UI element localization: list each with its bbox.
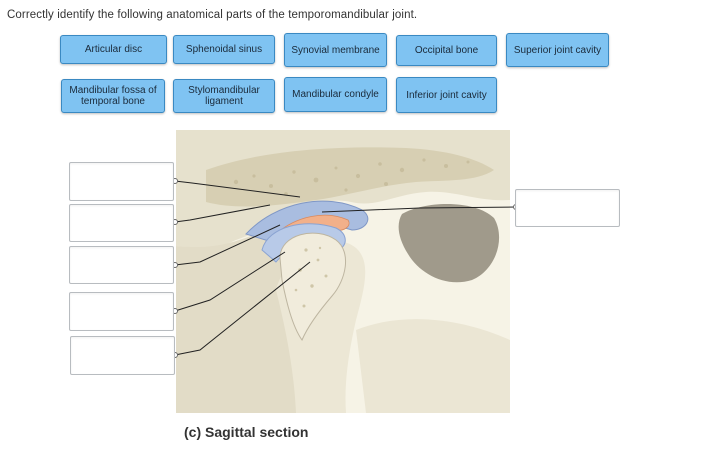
- label-chip-inferior-joint-cavity[interactable]: Inferior joint cavity: [396, 77, 497, 113]
- figure-caption: (c) Sagittal section: [184, 424, 309, 440]
- drop-zone-left-3[interactable]: [69, 246, 174, 284]
- drop-zone-left-4[interactable]: [69, 292, 174, 331]
- drop-zone-right-1[interactable]: [515, 189, 620, 227]
- drop-zone-left-2[interactable]: [69, 204, 174, 242]
- question-text: Correctly identify the following anatomi…: [7, 9, 418, 21]
- label-chip-mandibular-condyle[interactable]: Mandibular condyle: [284, 77, 387, 112]
- tmj-sagittal-section-figure: [176, 130, 510, 413]
- label-chip-stylomandibular-ligament[interactable]: Stylomandibular ligament: [173, 79, 275, 113]
- drop-zone-left-1[interactable]: [69, 162, 174, 201]
- label-chip-superior-joint-cavity[interactable]: Superior joint cavity: [506, 33, 609, 67]
- label-chip-mandibular-fossa[interactable]: Mandibular fossa of temporal bone: [61, 79, 165, 113]
- label-chip-sphenoidal-sinus[interactable]: Sphenoidal sinus: [173, 35, 275, 64]
- label-chip-occipital-bone[interactable]: Occipital bone: [396, 35, 497, 66]
- label-chip-articular-disc[interactable]: Articular disc: [60, 35, 167, 64]
- label-chip-synovial-membrane[interactable]: Synovial membrane: [284, 33, 387, 67]
- drop-zone-left-5[interactable]: [70, 336, 175, 375]
